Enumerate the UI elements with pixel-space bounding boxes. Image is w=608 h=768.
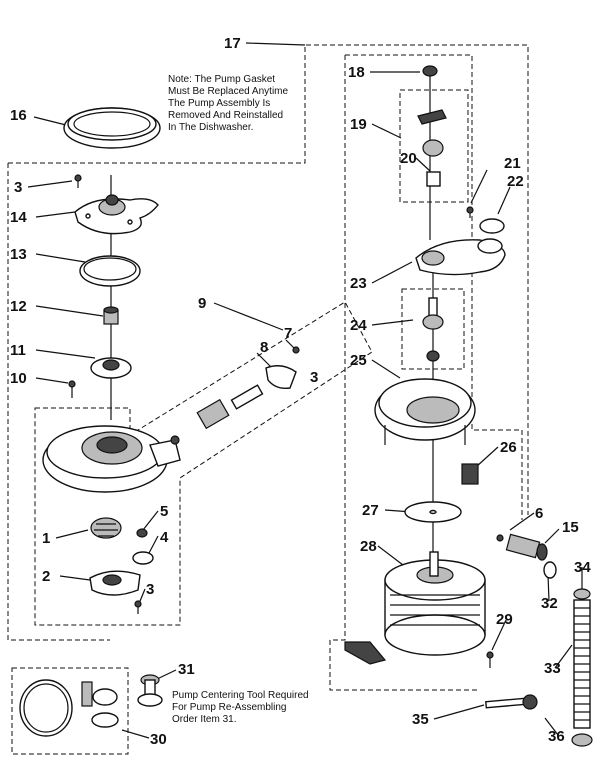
callout-34: 34 bbox=[574, 559, 591, 576]
gasket-note-line-3: The Pump Assembly Is bbox=[168, 98, 270, 109]
callout-32: 32 bbox=[541, 595, 558, 612]
seal-5 bbox=[136, 528, 148, 538]
clip-26 bbox=[461, 463, 479, 485]
nozzle-36 bbox=[571, 733, 593, 747]
callout-6: 6 bbox=[535, 505, 543, 522]
fitting-12 bbox=[103, 306, 119, 325]
callout-16: 16 bbox=[10, 107, 27, 124]
left-assembly-boundary bbox=[7, 44, 529, 641]
motor-assembly-boundary bbox=[329, 54, 523, 691]
tool-note-line-2: For Pump Re-Assembling bbox=[172, 702, 286, 713]
callout-8: 8 bbox=[260, 339, 268, 356]
clamp-32 bbox=[543, 561, 557, 579]
callout-12: 12 bbox=[10, 298, 27, 315]
coupler-19 bbox=[417, 109, 447, 157]
kit-o-ring-a bbox=[92, 688, 118, 706]
screw-7 bbox=[292, 346, 300, 354]
kit-o-ring-b bbox=[91, 712, 119, 728]
callout-22: 22 bbox=[507, 173, 524, 190]
callout-7: 7 bbox=[284, 325, 292, 342]
callout-1: 1 bbox=[42, 530, 50, 547]
kit-30-contents bbox=[19, 679, 119, 737]
gasket-note-line-5: In The Dishwasher. bbox=[168, 122, 253, 133]
screw-29 bbox=[486, 651, 494, 668]
callout-19: 19 bbox=[350, 116, 367, 133]
screw-10 bbox=[68, 380, 76, 398]
gasket-note-line-2: Must Be Replaced Anytime bbox=[168, 86, 288, 97]
callout-3-top: 3 bbox=[14, 179, 22, 196]
bolt-35 bbox=[485, 694, 538, 710]
callout-20: 20 bbox=[400, 150, 417, 167]
callout-36: 36 bbox=[548, 728, 565, 745]
o-ring-13 bbox=[79, 255, 141, 287]
callout-28: 28 bbox=[360, 538, 377, 555]
callout-numbers: 17 16 3 14 13 12 11 10 9 8 7 3 1 5 4 2 3… bbox=[10, 35, 591, 748]
callout-24: 24 bbox=[350, 317, 367, 334]
callout-2: 2 bbox=[42, 568, 50, 585]
callout-27: 27 bbox=[362, 502, 379, 519]
callout-3-bottom: 3 bbox=[146, 581, 154, 598]
kit-fitting bbox=[81, 681, 93, 707]
callout-4: 4 bbox=[160, 529, 169, 546]
callout-33: 33 bbox=[544, 660, 561, 677]
kit-gasket bbox=[19, 679, 73, 737]
callout-15: 15 bbox=[562, 519, 579, 536]
callout-26: 26 bbox=[500, 439, 517, 456]
drain-hose-33 bbox=[573, 599, 591, 729]
screw-3-top bbox=[74, 174, 82, 188]
callout-11: 11 bbox=[10, 342, 26, 359]
o-ring-22 bbox=[479, 218, 505, 234]
callout-35: 35 bbox=[412, 711, 429, 728]
fitting-15 bbox=[505, 533, 548, 561]
left-parts bbox=[42, 107, 300, 614]
washer-6 bbox=[496, 534, 504, 542]
callout-14: 14 bbox=[10, 209, 27, 226]
callout-17: 17 bbox=[224, 35, 241, 52]
pump-gasket-16 bbox=[63, 107, 161, 149]
tool-note-line-1: Pump Centering Tool Required bbox=[172, 690, 309, 701]
gasket-note: Note: The Pump Gasket Must Be Replaced A… bbox=[168, 74, 291, 133]
gasket-note-line-4: Removed And Reinstalled bbox=[168, 110, 283, 121]
spacer-20 bbox=[426, 171, 441, 187]
callout-25: 25 bbox=[350, 352, 367, 369]
gasket-note-line-1: Note: The Pump Gasket bbox=[168, 74, 275, 85]
motor-28 bbox=[344, 551, 486, 665]
tool-note-line-3: Order Item 31. bbox=[172, 714, 236, 725]
screw-3-bottom bbox=[134, 600, 142, 614]
callout-30: 30 bbox=[150, 731, 167, 748]
callout-9: 9 bbox=[198, 295, 206, 312]
centering-tool-31 bbox=[137, 674, 163, 707]
callout-3-right: 3 bbox=[310, 369, 318, 386]
group-19-box bbox=[399, 89, 469, 203]
mounting-plate-23 bbox=[415, 238, 506, 276]
callout-29: 29 bbox=[496, 611, 513, 628]
flapper-8 bbox=[265, 365, 297, 390]
callout-23: 23 bbox=[350, 275, 367, 292]
tool-note: Pump Centering Tool Required For Pump Re… bbox=[172, 690, 311, 725]
cap-34 bbox=[573, 588, 591, 600]
motor-mount-25 bbox=[374, 378, 476, 445]
assembly-boundaries bbox=[7, 44, 529, 755]
screw-21 bbox=[466, 206, 474, 218]
pump-housing-boundary bbox=[34, 301, 373, 626]
kit-30-box bbox=[11, 667, 129, 755]
callout-13: 13 bbox=[10, 246, 27, 263]
impeller-11 bbox=[90, 357, 132, 379]
callout-18: 18 bbox=[348, 64, 365, 81]
shaft-24 bbox=[422, 297, 444, 362]
right-parts bbox=[344, 65, 593, 747]
callout-5: 5 bbox=[160, 503, 168, 520]
callout-21: 21 bbox=[504, 155, 521, 172]
callout-31: 31 bbox=[178, 661, 195, 678]
seal-4 bbox=[132, 551, 154, 565]
pump-housing bbox=[42, 425, 181, 493]
callout-10: 10 bbox=[10, 370, 27, 387]
bracket-2 bbox=[89, 570, 141, 596]
valve-assembly-9 bbox=[170, 384, 264, 445]
filter-1 bbox=[90, 517, 122, 539]
cover-plate-14 bbox=[74, 194, 159, 235]
nut-18 bbox=[422, 65, 438, 77]
washer-27 bbox=[404, 501, 462, 523]
